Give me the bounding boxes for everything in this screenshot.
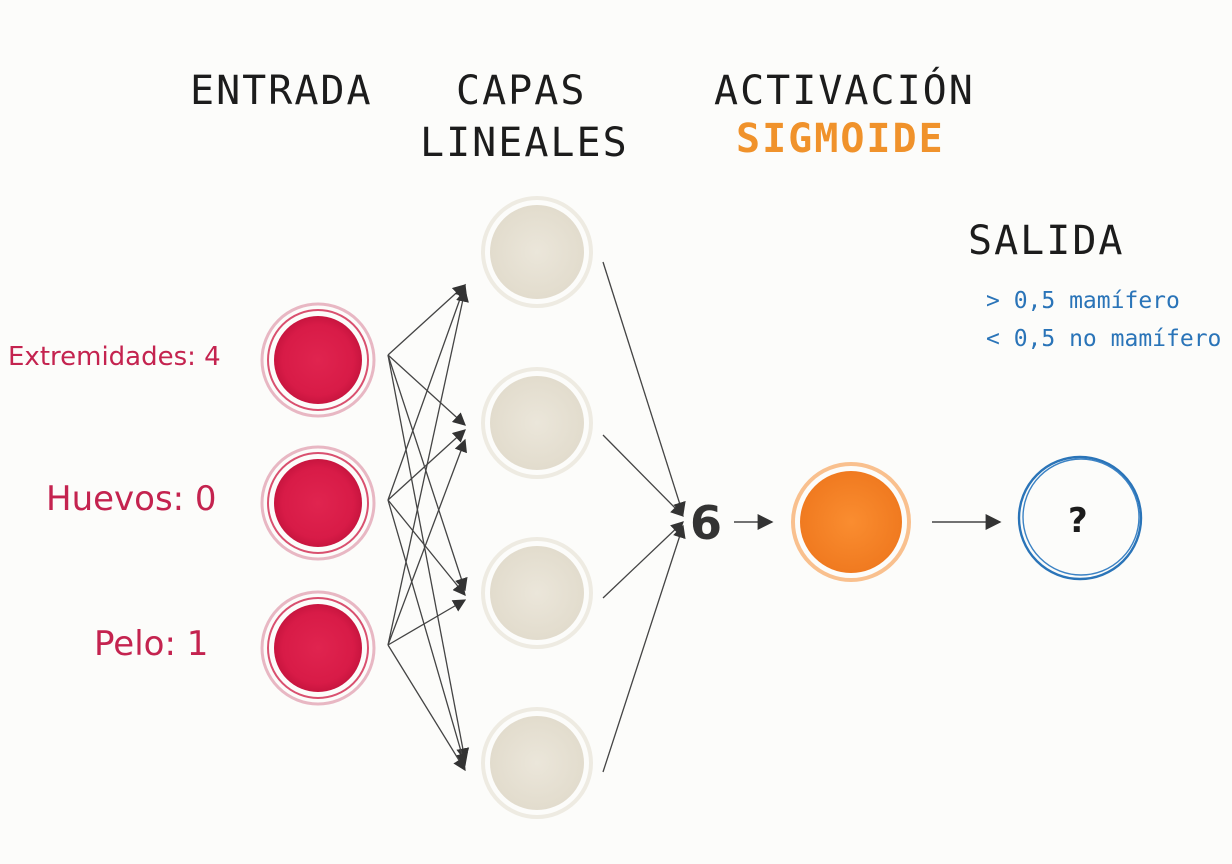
heading-activation-line2: SIGMOIDE [736, 116, 945, 162]
edge-i1-h3 [387, 354, 468, 592]
heading-output: SALIDA [968, 218, 1125, 264]
sum-value: 6 [690, 496, 722, 550]
edge-i2-h4 [387, 499, 468, 767]
hidden-node-2 [481, 367, 593, 479]
heading-linear-line2: LINEALES [420, 120, 629, 166]
edges-hidden-sum [602, 261, 686, 773]
edge-i2-h3 [387, 499, 466, 597]
edge-i3-h3 [387, 599, 467, 646]
heading-input: ENTRADA [190, 68, 373, 114]
output-legend-below: < 0,5 no mamífero [986, 326, 1221, 352]
output-value: ? [1068, 501, 1088, 541]
edge-i1-h1 [387, 284, 466, 356]
edge-h3-sum [602, 521, 684, 599]
edges-input-hidden [387, 283, 470, 772]
input-node-extremidades [260, 302, 376, 418]
hidden-node-1 [481, 196, 593, 308]
edge-i2-h1 [387, 283, 468, 501]
input-node-pelo [260, 590, 376, 706]
input-node-huevos [260, 445, 376, 561]
edge-h4-sum [602, 524, 686, 773]
input-label-huevos: Huevos: 0 [46, 479, 217, 519]
heading-linear-line1: CAPAS [456, 68, 586, 114]
edge-i3-h2 [387, 438, 467, 646]
edge-h2-sum [602, 434, 684, 517]
activation-node-sigmoid [791, 462, 911, 582]
edge-i1-h4 [387, 354, 470, 762]
heading-activation-line1: ACTIVACIÓN [714, 66, 975, 114]
edge-i3-h1 [387, 288, 469, 646]
input-label-extremidades: Extremidades: 4 [8, 342, 221, 372]
edge-i1-h2 [387, 354, 466, 426]
hidden-node-3 [481, 537, 593, 649]
output-node [1017, 455, 1143, 581]
output-legend-above: > 0,5 mamífero [986, 288, 1180, 314]
edge-i3-h4 [387, 644, 466, 772]
hidden-node-4 [481, 707, 593, 819]
input-label-pelo: Pelo: 1 [94, 624, 208, 664]
edge-h1-sum [602, 261, 686, 516]
